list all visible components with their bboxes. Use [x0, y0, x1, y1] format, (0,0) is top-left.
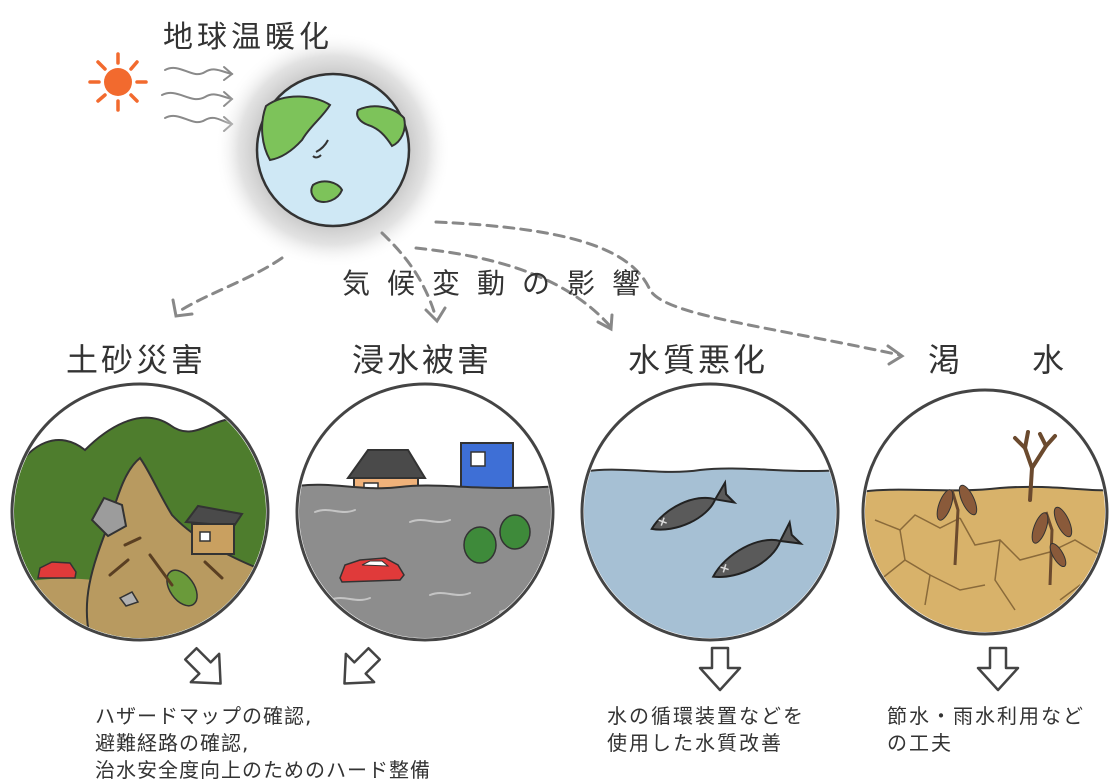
countermeasure-line: 避難経路の確認,: [95, 731, 250, 755]
flood-scene: [295, 382, 555, 642]
arrowhead: [424, 306, 447, 324]
sun-rays: [88, 52, 148, 112]
globe-continent-east: [356, 105, 406, 148]
drought-scene: [861, 388, 1109, 636]
collapsed-house: [90, 496, 128, 538]
heat-wave-line: [161, 92, 233, 100]
countermeasure-line: 水の循環装置などを: [607, 704, 805, 728]
impact-label-flood: 浸水被害: [352, 341, 493, 379]
bush: [499, 514, 531, 550]
countermeasure-arrows: [183, 646, 1020, 692]
rock: [118, 591, 140, 607]
globe-icon: [215, 32, 451, 268]
fallen-trunks: [108, 536, 224, 587]
countermeasure-line: ハザードマップの確認,: [95, 704, 313, 728]
water-quality-scene: [580, 382, 840, 642]
globe-continent-south: [310, 180, 344, 203]
arrow-down-icon: [976, 646, 1020, 692]
countermeasure-line: 節水・雨水利用など: [887, 704, 1085, 728]
countermeasure-water-quality: 水の循環装置などを 使用した水質改善: [607, 703, 805, 757]
arrow-down-icon: [698, 646, 742, 692]
sun-icon: [88, 52, 148, 112]
bush: [463, 526, 497, 564]
fallen-tree: [166, 569, 198, 607]
house-window: [199, 531, 211, 542]
arrow-to-flood: [380, 231, 438, 320]
scene-frame: [580, 382, 840, 642]
wilted-plants: [936, 484, 1073, 586]
heat-wave-line: [164, 67, 233, 75]
arrow-to-water-quality: [414, 246, 612, 328]
impact-label-water-quality: 水質悪化: [628, 341, 769, 379]
dead-fish: [650, 479, 738, 531]
building-window: [470, 451, 486, 467]
scene-frame: [861, 388, 1109, 636]
countermeasure-line: 使用した水質改善: [607, 731, 783, 755]
heat-wave-arrowhead: [223, 66, 234, 81]
cracked-ground: [865, 485, 1105, 632]
polluted-water: [584, 467, 836, 638]
car-window: [361, 560, 390, 567]
countermeasure-drought: 節水・雨水利用など の工夫: [887, 703, 1085, 757]
countermeasure-disaster: ハザードマップの確認, 避難経路の確認, 治水安全度向上のためのハード整備: [95, 703, 431, 784]
countermeasure-line: の工夫: [887, 731, 953, 755]
scene-frame: [10, 382, 270, 642]
scene-frame: [295, 382, 555, 642]
globe-continent-west: [261, 95, 332, 162]
impact-label-landslide: 土砂災害: [66, 341, 207, 379]
impact-label-drought: 渇 水: [928, 341, 1085, 379]
dead-tree: [1013, 430, 1057, 502]
arrow-down-left-icon: [343, 646, 382, 685]
red-car: [37, 561, 77, 579]
sun-disc: [104, 68, 132, 96]
arrowhead: [171, 298, 194, 318]
main-title: 地球温暖化: [163, 20, 333, 55]
dead-fish: [711, 519, 804, 578]
red-car: [339, 557, 405, 583]
arrowhead: [886, 344, 905, 366]
globe-japan-islands: [312, 139, 329, 159]
flood-water: [299, 483, 551, 638]
impacts-heading: 気候変動の影響: [342, 267, 658, 300]
house-body: [191, 523, 235, 555]
impact-arrows: [171, 220, 905, 366]
arrowhead: [596, 313, 614, 332]
countermeasure-line: 治水安全度向上のためのハード整備: [95, 758, 431, 782]
arrow-to-landslide: [176, 256, 284, 314]
landslide-scene: [10, 382, 270, 642]
arrow-down-right-icon: [183, 646, 222, 685]
arrow-to-drought: [434, 220, 902, 357]
